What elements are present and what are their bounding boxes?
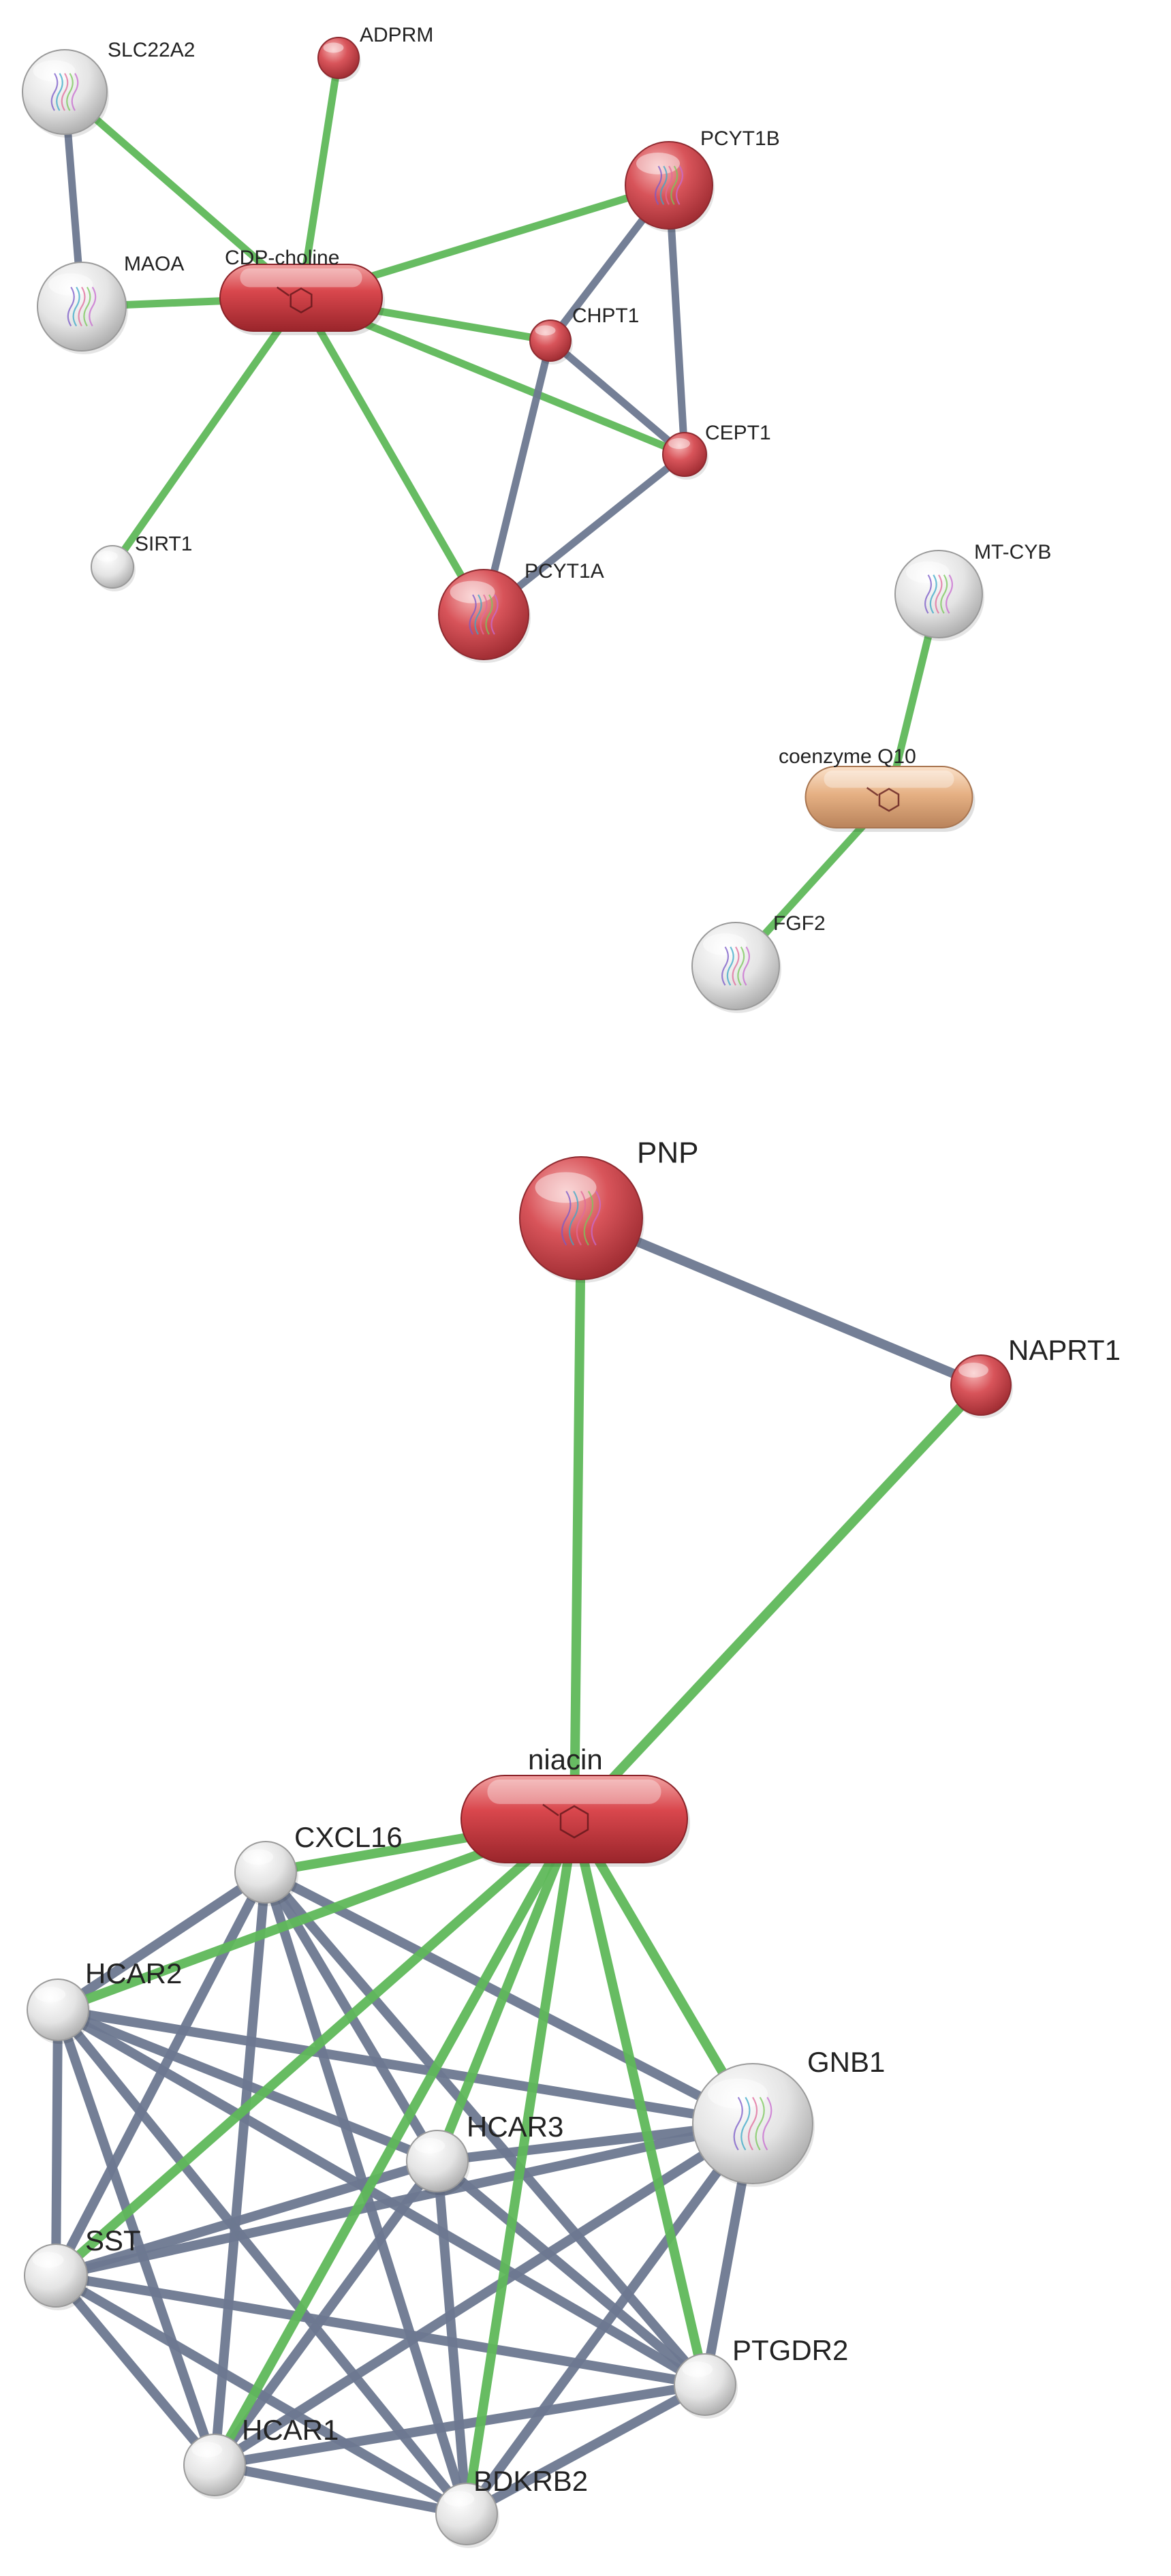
node-chpt1[interactable]: CHPT1 [529, 305, 639, 364]
node-mt-cyb[interactable]: MT-CYB [894, 541, 1051, 641]
node-pnp[interactable]: PNP [519, 1136, 698, 1283]
edge-hcar3-bdkrb2 [433, 2156, 471, 2519]
edge-pcyt1b-cept1 [665, 181, 689, 459]
edge-cxcl16-hcar2 [53, 1867, 270, 2015]
edge-chpt1-cept1 [546, 337, 689, 459]
node-label-coenzyme-q10: coenzyme Q10 [779, 745, 916, 768]
node-label-sst: SST [85, 2224, 141, 2256]
node-pcyt1a[interactable]: PCYT1A [438, 560, 604, 663]
node-label-adprm: ADPRM [360, 24, 433, 46]
edge-adprm-cdp-choline [297, 54, 343, 302]
protein-structure-icon [561, 1190, 602, 1246]
node-gnb1[interactable]: GNB1 [692, 2046, 885, 2187]
edge-hcar3-ptgdr2 [433, 2156, 710, 2389]
node-label-cxcl16: CXCL16 [294, 1821, 403, 1853]
node-cdp-choline[interactable]: CDP-choline [219, 247, 385, 335]
edge-hcar2-sst [51, 2005, 63, 2280]
edge-hcar2-ptgdr2 [53, 2005, 710, 2389]
edge-niacin-hcar3 [433, 1814, 579, 2166]
edge-pnp-naprt1 [576, 1213, 986, 1390]
node-label-fgf2: FGF2 [773, 912, 826, 935]
node-hcar2[interactable]: HCAR2 [27, 1957, 182, 2044]
node-label-pcyt1a: PCYT1A [525, 560, 604, 583]
edge-hcar2-hcar3 [53, 2005, 442, 2166]
node-label-slc22a2: SLC22A2 [108, 39, 195, 61]
node-label-pcyt1b: PCYT1B [700, 127, 780, 150]
protein-structure-icon [721, 946, 750, 986]
edge-gnb1-hcar1 [210, 2119, 758, 2470]
edge-niacin-bdkrb2 [462, 1814, 579, 2519]
node-adprm[interactable]: ADPRM [317, 24, 433, 82]
molecule-icon [866, 787, 900, 812]
node-label-chpt1: CHPT1 [572, 305, 639, 327]
edge-gnb1-bdkrb2 [462, 2119, 758, 2519]
node-label-ptgdr2: PTGDR2 [732, 2334, 848, 2366]
protein-structure-icon [469, 594, 499, 635]
node-sirt1[interactable]: SIRT1 [91, 533, 192, 591]
node-maoa[interactable]: MAOA [37, 253, 184, 354]
node-label-hcar1: HCAR1 [242, 2414, 339, 2446]
node-niacin[interactable]: niacin [460, 1743, 690, 1867]
protein-structure-icon [655, 166, 683, 205]
edge-chpt1-pcyt1a [480, 337, 555, 619]
node-label-cept1: CEPT1 [705, 422, 771, 444]
molecule-icon [277, 286, 313, 314]
edge-ptgdr2-hcar1 [210, 2380, 710, 2470]
edge-hcar3-hcar1 [210, 2156, 442, 2470]
node-label-gnb1: GNB1 [807, 2046, 885, 2078]
edge-slc22a2-cdp-choline [61, 88, 305, 302]
edge-cdp-choline-pcyt1a [297, 294, 488, 619]
edge-sst-hcar1 [51, 2271, 219, 2470]
edge-niacin-sst [51, 1814, 579, 2280]
node-label-cdp-choline: CDP-choline [225, 247, 339, 269]
edge-hcar2-hcar1 [53, 2005, 219, 2470]
node-label-hcar3: HCAR3 [467, 2111, 563, 2143]
edge-sst-ptgdr2 [51, 2271, 710, 2389]
edge-pnp-niacin [569, 1213, 586, 1824]
node-label-pnp: PNP [637, 1136, 698, 1170]
protein-structure-icon [924, 574, 953, 614]
edge-cdp-choline-sirt1 [108, 294, 305, 571]
protein-structure-icon [733, 2096, 772, 2151]
node-slc22a2[interactable]: SLC22A2 [22, 39, 195, 138]
node-label-bdkrb2: BDKRB2 [473, 2465, 588, 2497]
node-label-sirt1: SIRT1 [135, 533, 192, 555]
edge-naprt1-niacin [569, 1380, 986, 1824]
node-layer: SLC22A2 ADPRM PCYT1B CDP-choline MAOA CHPT1CE… [22, 24, 1121, 2548]
edge-layer [51, 54, 986, 2519]
node-fgf2[interactable]: FGF2 [691, 912, 826, 1013]
node-label-maoa: MAOA [124, 253, 184, 275]
edge-ptgdr2-bdkrb2 [462, 2380, 710, 2519]
node-naprt1[interactable]: NAPRT1 [950, 1334, 1121, 1418]
edge-cxcl16-gnb1 [261, 1867, 758, 2128]
molecule-icon [542, 1803, 589, 1839]
node-pcyt1b[interactable]: PCYT1B [625, 127, 780, 232]
node-hcar3[interactable]: HCAR3 [406, 2111, 563, 2195]
protein-structure-icon [67, 286, 97, 327]
node-bdkrb2[interactable]: BDKRB2 [435, 2465, 588, 2548]
node-cxcl16[interactable]: CXCL16 [234, 1821, 403, 1906]
node-label-mt-cyb: MT-CYB [974, 541, 1051, 563]
node-label-naprt1: NAPRT1 [1008, 1334, 1121, 1366]
node-coenzyme-q10[interactable]: coenzyme Q10 [779, 745, 975, 832]
edge-cxcl16-hcar1 [210, 1867, 270, 2470]
node-label-hcar2: HCAR2 [85, 1957, 182, 1989]
node-label-niacin: niacin [528, 1743, 603, 1775]
edge-hcar1-bdkrb2 [210, 2460, 471, 2519]
edge-cxcl16-ptgdr2 [261, 1867, 710, 2389]
edge-niacin-ptgdr2 [569, 1814, 710, 2389]
node-sst[interactable]: SST [24, 2224, 141, 2310]
node-hcar1[interactable]: HCAR1 [183, 2414, 339, 2499]
protein-structure-icon [50, 73, 79, 111]
node-cept1[interactable]: CEPT1 [662, 422, 771, 480]
node-ptgdr2[interactable]: PTGDR2 [674, 2334, 848, 2419]
edge-niacin-hcar1 [210, 1814, 579, 2470]
